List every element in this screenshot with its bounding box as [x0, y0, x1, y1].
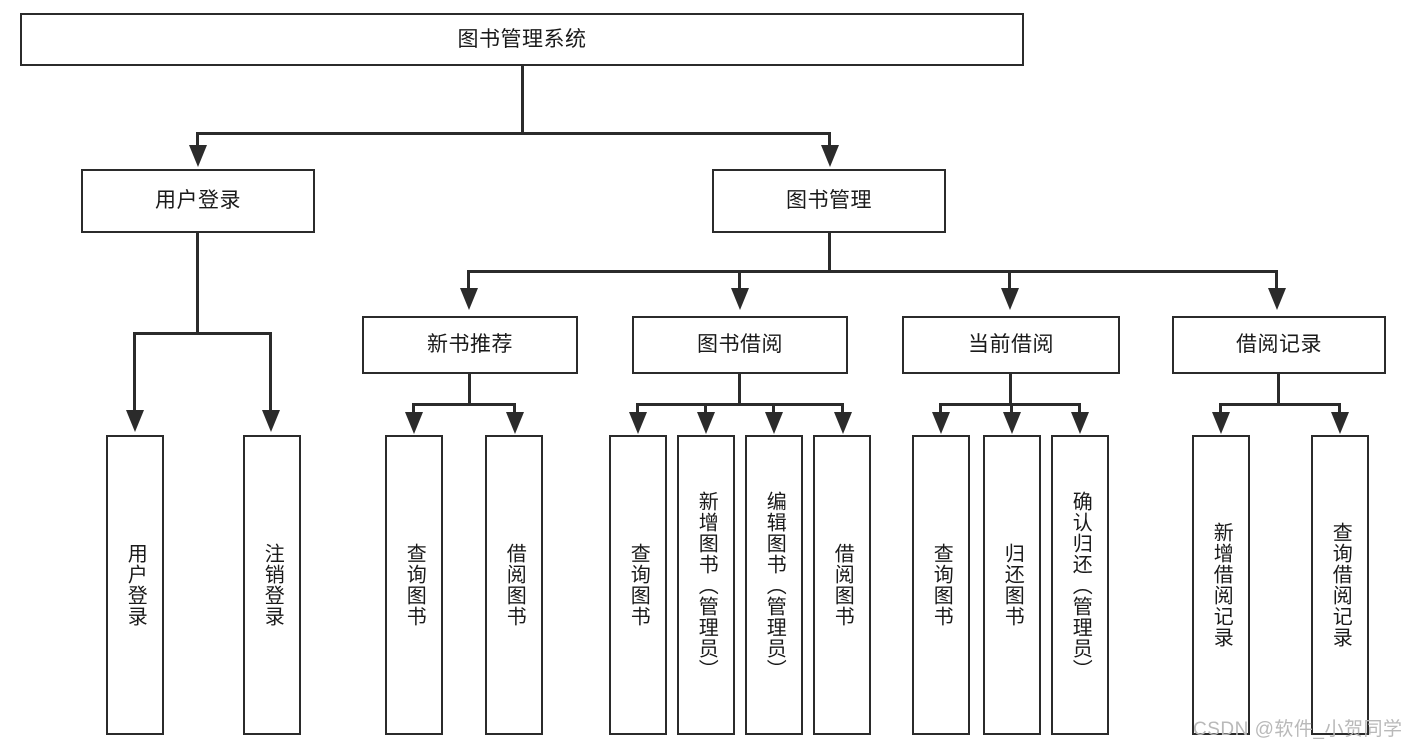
- connector-drop-leaf-add-book: [704, 403, 707, 415]
- node-user-login[interactable]: 用户登录: [81, 169, 315, 233]
- arrow-to-borrow-record: [1268, 288, 1286, 310]
- node-leaf-query-book-2-label: 查询图书: [627, 543, 650, 627]
- node-user-login-label: 用户登录: [155, 189, 241, 213]
- node-leaf-user-login-label: 用户登录: [124, 543, 147, 627]
- connector-user-login-bus: [133, 332, 271, 335]
- connector-drop-leaf-user-login: [133, 332, 136, 414]
- connector-root-stem: [521, 66, 524, 135]
- arrow-to-leaf-edit-book: [765, 412, 783, 434]
- connector-borrow-record-stem: [1277, 374, 1280, 406]
- arrow-to-leaf-query-book-1: [405, 412, 423, 434]
- connector-new-book-rec-stem: [468, 374, 471, 406]
- arrow-to-leaf-add-book: [697, 412, 715, 434]
- node-leaf-edit-book[interactable]: 编辑图书（管理员）: [745, 435, 803, 735]
- node-new-book-rec-label: 新书推荐: [427, 333, 513, 357]
- arrow-to-book-borrow: [731, 288, 749, 310]
- node-new-book-rec[interactable]: 新书推荐: [362, 316, 578, 374]
- arrow-to-leaf-add-record: [1212, 412, 1230, 434]
- connector-user-login-stem: [196, 233, 199, 335]
- node-borrow-record-label: 借阅记录: [1236, 333, 1322, 357]
- node-leaf-add-book-label: 新增图书（管理员）: [695, 490, 718, 680]
- connector-drop-leaf-confirm-return: [1078, 403, 1081, 415]
- connector-current-borrow-stem: [1009, 374, 1012, 406]
- connector-drop-new-book-rec: [467, 270, 470, 292]
- node-book-borrow-label: 图书借阅: [697, 333, 783, 357]
- node-leaf-query-book-3[interactable]: 查询图书: [912, 435, 970, 735]
- connector-drop-leaf-query-book-2: [636, 403, 639, 415]
- node-leaf-return-book[interactable]: 归还图书: [983, 435, 1041, 735]
- connector-new-book-rec-bus: [412, 403, 516, 406]
- node-leaf-query-book-3-label: 查询图书: [930, 543, 953, 627]
- node-leaf-user-login[interactable]: 用户登录: [106, 435, 164, 735]
- connector-book-borrow-bus: [636, 403, 844, 406]
- arrow-to-leaf-return-book: [1003, 412, 1021, 434]
- connector-drop-leaf-logout: [269, 332, 272, 414]
- arrow-to-new-book-rec: [460, 288, 478, 310]
- node-leaf-edit-book-label: 编辑图书（管理员）: [763, 490, 786, 680]
- node-root[interactable]: 图书管理系统: [20, 13, 1024, 66]
- connector-drop-book-borrow: [738, 270, 741, 292]
- node-leaf-logout[interactable]: 注销登录: [243, 435, 301, 735]
- node-leaf-borrow-book-1-label: 借阅图书: [503, 543, 526, 627]
- arrow-to-book-manage: [821, 145, 839, 167]
- connector-drop-leaf-borrow-book-2: [841, 403, 844, 415]
- connector-book-manage-stem: [828, 233, 831, 273]
- node-leaf-borrow-book-2[interactable]: 借阅图书: [813, 435, 871, 735]
- arrow-to-current-borrow: [1001, 288, 1019, 310]
- node-leaf-logout-label: 注销登录: [261, 543, 284, 627]
- connector-drop-user-login: [196, 132, 199, 152]
- connector-drop-leaf-add-record: [1219, 403, 1222, 415]
- connector-drop-leaf-return-book: [1010, 403, 1013, 415]
- node-root-label: 图书管理系统: [457, 27, 587, 51]
- arrow-to-leaf-query-book-2: [629, 412, 647, 434]
- arrow-to-leaf-borrow-book-2: [834, 412, 852, 434]
- node-borrow-record[interactable]: 借阅记录: [1172, 316, 1386, 374]
- csdn-watermark: CSDN @软件_小贺同学: [1193, 719, 1403, 740]
- connector-drop-leaf-borrow-book-1: [513, 403, 516, 415]
- connector-borrow-record-bus: [1219, 403, 1341, 406]
- node-leaf-confirm-return[interactable]: 确认归还（管理员）: [1051, 435, 1109, 735]
- node-current-borrow-label: 当前借阅: [968, 333, 1054, 357]
- node-leaf-query-book-2[interactable]: 查询图书: [609, 435, 667, 735]
- arrow-to-leaf-logout: [262, 410, 280, 432]
- connector-book-manage-bus: [467, 270, 1278, 273]
- arrow-to-user-login: [189, 145, 207, 167]
- node-leaf-add-record-label: 新增借阅记录: [1210, 522, 1233, 648]
- node-book-manage-label: 图书管理: [786, 189, 872, 213]
- connector-drop-leaf-query-book-1: [412, 403, 415, 415]
- node-book-borrow[interactable]: 图书借阅: [632, 316, 848, 374]
- arrow-to-leaf-confirm-return: [1071, 412, 1089, 434]
- node-leaf-query-record[interactable]: 查询借阅记录: [1311, 435, 1369, 735]
- connector-book-borrow-stem: [738, 374, 741, 406]
- node-leaf-add-book[interactable]: 新增图书（管理员）: [677, 435, 735, 735]
- connector-drop-current-borrow: [1008, 270, 1011, 292]
- node-leaf-query-book-1-label: 查询图书: [403, 543, 426, 627]
- arrow-to-leaf-borrow-book-1: [506, 412, 524, 434]
- node-leaf-query-book-1[interactable]: 查询图书: [385, 435, 443, 735]
- node-leaf-return-book-label: 归还图书: [1001, 543, 1024, 627]
- arrow-to-leaf-query-book-3: [932, 412, 950, 434]
- connector-drop-borrow-record: [1275, 270, 1278, 292]
- connector-root-bus: [196, 132, 830, 135]
- node-current-borrow[interactable]: 当前借阅: [902, 316, 1120, 374]
- connector-drop-leaf-edit-book: [772, 403, 775, 415]
- connector-drop-leaf-query-book-3: [939, 403, 942, 415]
- node-leaf-borrow-book-1[interactable]: 借阅图书: [485, 435, 543, 735]
- connector-drop-leaf-query-record: [1338, 403, 1341, 415]
- arrow-to-leaf-query-record: [1331, 412, 1349, 434]
- node-leaf-borrow-book-2-label: 借阅图书: [831, 543, 854, 627]
- node-leaf-query-record-label: 查询借阅记录: [1329, 522, 1352, 648]
- arrow-to-leaf-user-login: [126, 410, 144, 432]
- connector-drop-book-manage: [828, 132, 831, 152]
- node-leaf-add-record[interactable]: 新增借阅记录: [1192, 435, 1250, 735]
- node-book-manage[interactable]: 图书管理: [712, 169, 946, 233]
- node-leaf-confirm-return-label: 确认归还（管理员）: [1069, 490, 1092, 680]
